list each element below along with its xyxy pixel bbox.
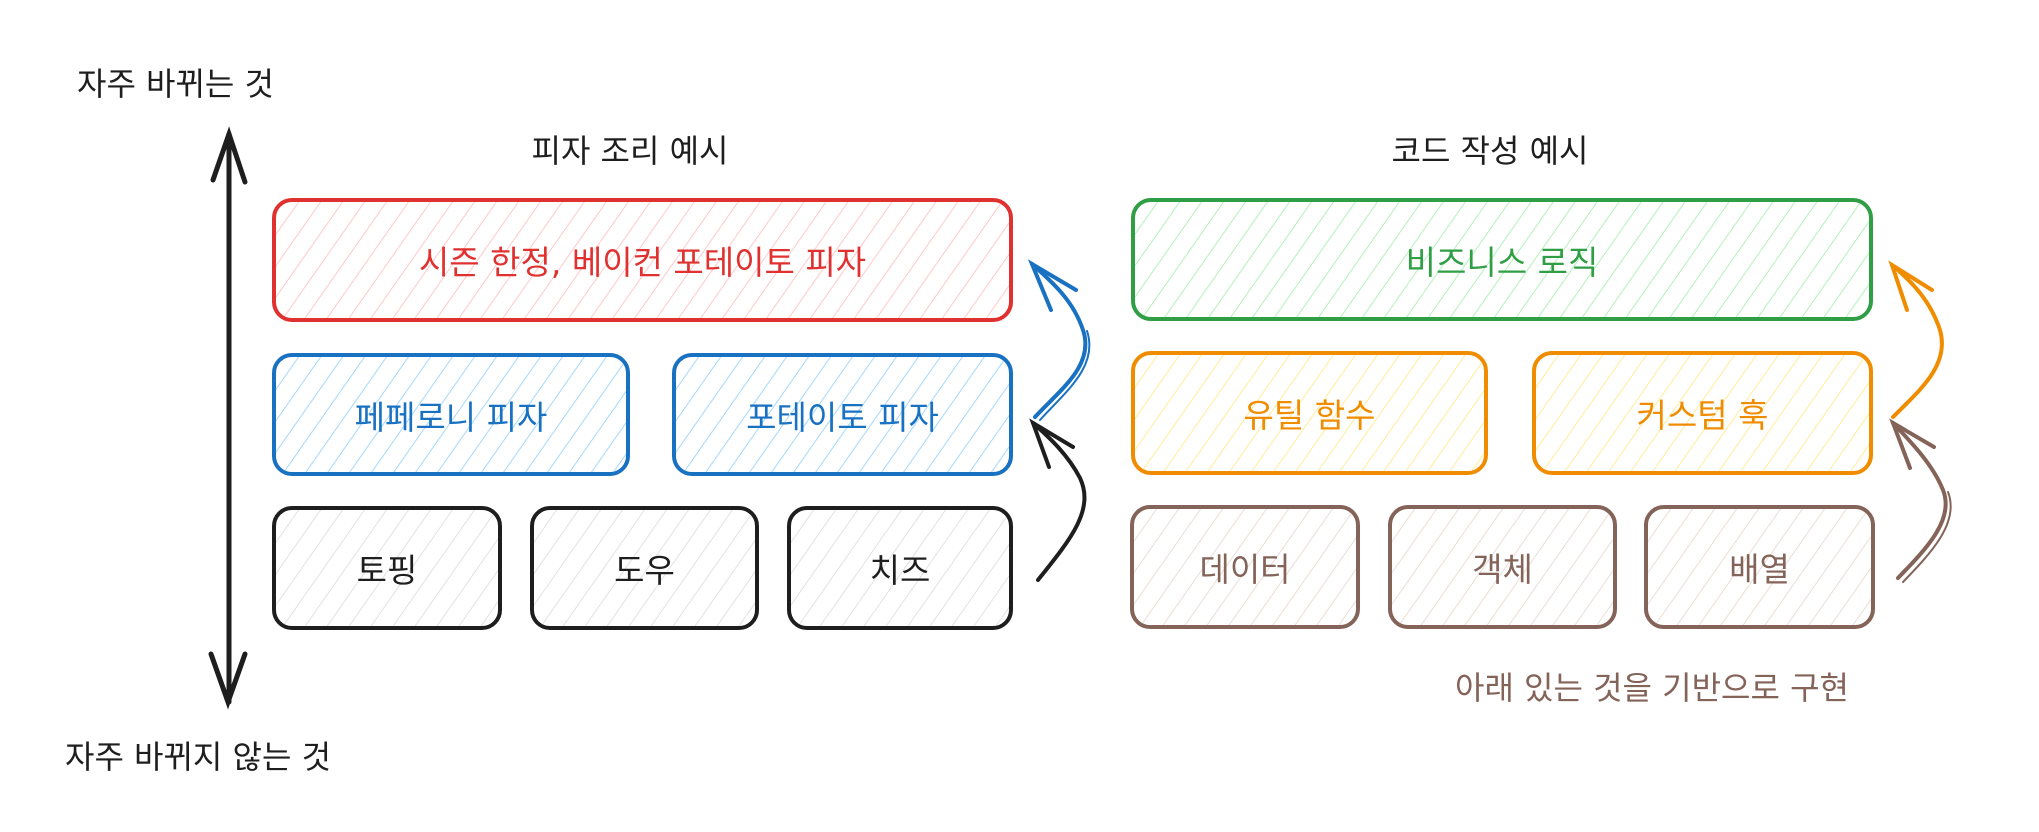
code-bottom-box-3: 배열 [1644,505,1875,629]
code-middle-label-1: 유틸 함수 [1243,396,1376,435]
pizza-middle-label-1: 페페로니 피자 [354,397,548,437]
code-bottom-label-1: 데이터 [1199,550,1291,589]
pizza-bottom-label-1: 토핑 [356,551,418,590]
pizza-middle-label-2: 포테이토 피자 [746,397,939,437]
code-bottom-label-3: 배열 [1729,550,1790,589]
blue-curved-arrow-icon [1027,259,1091,421]
code-section-title: 코드 작성 예시 [1391,132,1589,170]
code-middle-label-2: 커스텀 훅 [1636,396,1769,435]
axis-bottom-label: 자주 바뀌지 않는 것 [65,738,332,776]
pizza-bottom-label-3: 치즈 [869,551,931,590]
code-bottom-box-2: 객체 [1388,505,1617,629]
pizza-bottom-box-1: 토핑 [272,506,502,630]
code-bottom-box-1: 데이터 [1130,505,1360,629]
pizza-middle-box-2: 포테이토 피자 [672,353,1013,476]
pizza-bottom-label-2: 도우 [614,551,675,590]
code-middle-box-1: 유틸 함수 [1131,351,1488,475]
vertical-axis-arrow-icon [208,126,248,710]
pizza-bottom-box-2: 도우 [530,506,759,630]
orange-curved-arrow-icon [1888,260,1944,419]
pizza-bottom-box-3: 치즈 [787,506,1013,630]
pizza-top-layer-label: 시즌 한정, 베이컨 포테이토 피자 [418,243,867,282]
black-curved-arrow-icon [1029,418,1087,582]
pizza-top-layer-box: 시즌 한정, 베이컨 포테이토 피자 [272,198,1013,322]
code-caption: 아래 있는 것을 기반으로 구현 [1455,669,1849,707]
axis-top-label: 자주 바뀌는 것 [77,65,274,103]
code-top-layer-label: 비즈니스 로직 [1405,242,1599,282]
code-bottom-label-2: 객체 [1472,550,1533,589]
pizza-section-title: 피자 조리 예시 [531,132,729,170]
code-top-layer-box: 비즈니스 로직 [1131,198,1873,321]
code-middle-box-2: 커스텀 훅 [1532,351,1873,475]
brown-curved-arrow-icon [1889,418,1952,583]
pizza-middle-box-1: 페페로니 피자 [272,353,630,476]
